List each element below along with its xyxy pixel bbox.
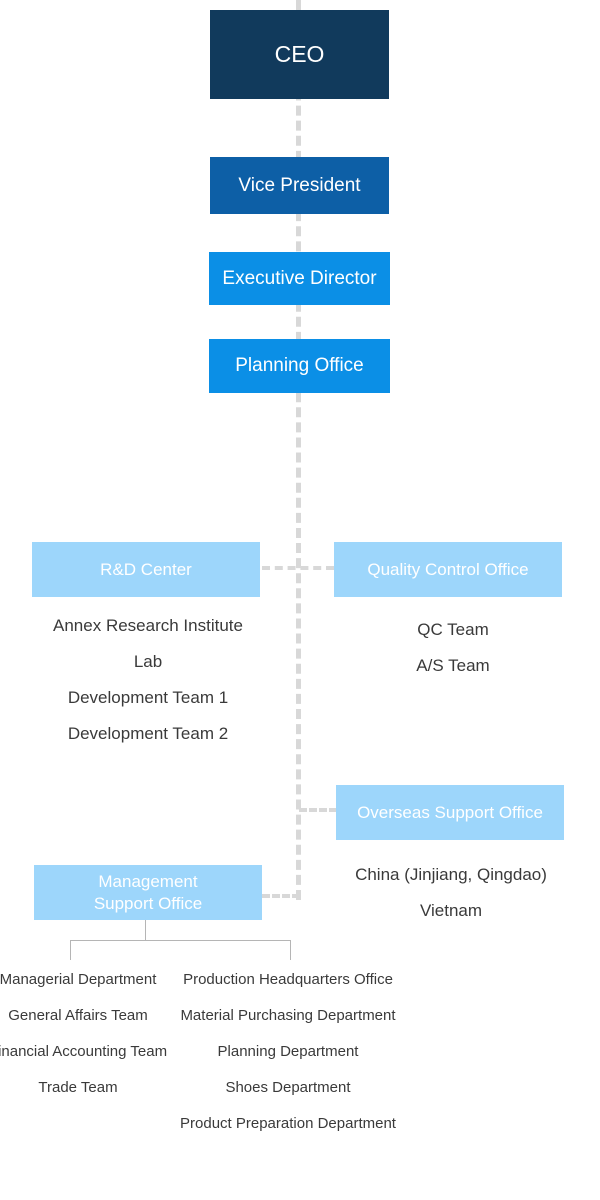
management-connector: [262, 894, 300, 898]
quality-control-office-box: Quality Control Office: [334, 542, 562, 597]
list-item: Trade Team: [38, 1079, 118, 1096]
list-item: Annex Research Institute: [53, 616, 243, 635]
bracket-left-drop: [70, 940, 71, 960]
management-support-office-box: Management Support Office: [34, 865, 262, 920]
bracket-horizontal: [70, 940, 291, 941]
rd-center-list: Annex Research Institute Lab Development…: [32, 608, 264, 752]
list-item: China (Jinjiang, Qingdao): [355, 865, 547, 884]
list-item: Financial Accounting Team: [0, 1043, 168, 1060]
list-item: Development Team 1: [67, 688, 229, 707]
list-item: QC Team: [417, 620, 489, 639]
management-title-line2: Support Office: [93, 893, 203, 913]
overseas-support-office-box: Overseas Support Office: [336, 785, 564, 840]
list-item: General Affairs Team: [8, 1007, 148, 1024]
list-item: Vietnam: [419, 901, 483, 920]
bracket-stem: [145, 920, 146, 940]
main-connector-line: [296, 0, 301, 900]
bracket-right-drop: [290, 940, 291, 960]
list-item: Material Purchasing Department: [180, 1007, 396, 1024]
list-item: A/S Team: [416, 656, 490, 675]
list-item: Lab: [133, 652, 163, 671]
management-title-line1: Management: [98, 871, 198, 891]
list-item: Shoes Department: [225, 1079, 351, 1096]
list-item: Production Headquarters Office: [183, 971, 393, 988]
ceo-box: CEO: [210, 10, 389, 99]
list-item: Development Team 2: [67, 724, 229, 743]
overseas-connector: [299, 808, 337, 812]
executive-director-box: Executive Director: [209, 252, 390, 305]
overseas-support-list: China (Jinjiang, Qingdao) Vietnam: [336, 857, 566, 929]
list-item: Managerial Department: [0, 971, 157, 988]
list-item: Planning Department: [217, 1043, 359, 1060]
planning-office-box: Planning Office: [209, 339, 390, 393]
quality-control-list: QC Team A/S Team: [334, 612, 572, 684]
management-right-list: Production Headquarters Office Material …: [163, 962, 413, 1142]
rd-center-box: R&D Center: [32, 542, 260, 597]
list-item: Product Preparation Department: [180, 1115, 396, 1132]
management-left-list: Managerial Department General Affairs Te…: [0, 962, 178, 1106]
vice-president-box: Vice President: [210, 157, 389, 214]
rd-qc-connector: [262, 566, 334, 570]
